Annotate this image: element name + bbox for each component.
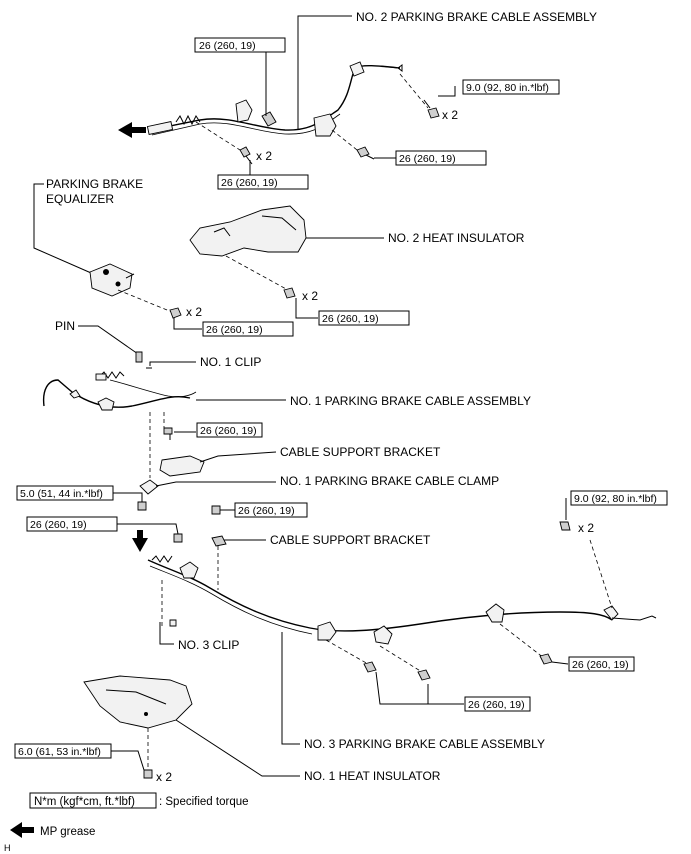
torque-box-no2-heat: [318, 310, 410, 326]
label-no1-cable: NO. 1 PARKING BRAKE CABLE ASSEMBLY: [290, 394, 531, 408]
torque-box-no2-lowerright: [395, 150, 487, 166]
torque-box-no3-lower: [464, 696, 531, 712]
torque-clamp: 5.0 (51, 44 in.*lbf): [20, 488, 103, 500]
no1-cable-drawing: [42, 371, 197, 411]
torque-box-no1-upper: [196, 422, 263, 438]
label-cable-support-1: CABLE SUPPORT BRACKET: [280, 445, 441, 459]
legend-mark: H: [4, 843, 11, 853]
no2-cable-assembly-drawing: [118, 61, 440, 165]
qty-no3-right: x 2: [578, 521, 594, 535]
no2-heat-insulator-drawing: [189, 205, 307, 257]
legend-grease-arrow-icon: [10, 822, 34, 838]
torque-no2-lowerright: 26 (260, 19): [399, 153, 456, 165]
legend-torque-desc: : Specified torque: [159, 796, 249, 808]
qty-no2-lower: x 2: [256, 149, 272, 163]
torque-no3-lowerright: 26 (260, 19): [572, 659, 629, 671]
torque-no3-left: 26 (260, 19): [30, 519, 87, 531]
torque-support-bolt: 26 (260, 19): [238, 505, 295, 517]
torque-no2-lower: 26 (260, 19): [221, 177, 278, 189]
label-no2-heat: NO. 2 HEAT INSULATOR: [388, 231, 525, 245]
label-no1-clamp: NO. 1 PARKING BRAKE CABLE CLAMP: [280, 474, 499, 488]
label-equalizer-line1: PARKING BRAKE: [46, 177, 143, 191]
no1-heat-insulator-drawing: [83, 675, 193, 729]
label-cable-support-2: CABLE SUPPORT BRACKET: [270, 533, 431, 547]
torque-box-no3-right: [570, 490, 668, 506]
torque-box-no2-lower: [217, 174, 309, 190]
label-equalizer-line2: EQUALIZER: [46, 192, 114, 206]
label-no1-heat: NO. 1 HEAT INSULATOR: [304, 769, 441, 783]
torque-no2-right: 9.0 (92, 80 in.*lbf): [466, 82, 549, 94]
label-no3-clip: NO. 3 CLIP: [178, 638, 239, 652]
label-no2-cable: NO. 2 PARKING BRAKE CABLE ASSEMBLY: [356, 10, 597, 24]
torque-no1-heat: 6.0 (61, 53 in.*lbf): [18, 746, 101, 758]
torque-no2-heat: 26 (260, 19): [322, 313, 379, 325]
torque-no2-upper: 26 (260, 19): [199, 40, 256, 52]
torque-no3-lower: 26 (260, 19): [468, 699, 525, 711]
label-pin: PIN: [55, 319, 75, 333]
label-no3-cable: NO. 3 PARKING BRAKE CABLE ASSEMBLY: [304, 737, 545, 751]
torque-box-equalizer: [202, 321, 294, 337]
legend-torque-box: [29, 792, 157, 809]
legend-grease: MP grease: [40, 826, 95, 838]
qty-equalizer: x 2: [186, 305, 202, 319]
torque-box-no2-upper: [194, 37, 286, 53]
torque-box-no2-right: [462, 79, 560, 95]
torque-equalizer: 26 (260, 19): [206, 324, 263, 336]
torque-box-no3-lowerright: [568, 656, 635, 672]
qty-no2-right: x 2: [442, 108, 458, 122]
torque-no1-upper: 26 (260, 19): [200, 425, 257, 437]
torque-no3-right: 9.0 (92, 80 in.*lbf): [574, 493, 657, 505]
equalizer-drawing: [89, 263, 135, 297]
no3-cable-drawing: [147, 555, 657, 645]
label-no1-clip: NO. 1 CLIP: [200, 355, 261, 369]
legend-torque-unit: N*m (kgf*cm, ft.*lbf): [34, 796, 135, 808]
qty-no1-heat: x 2: [156, 770, 172, 784]
qty-no2-heat: x 2: [302, 289, 318, 303]
